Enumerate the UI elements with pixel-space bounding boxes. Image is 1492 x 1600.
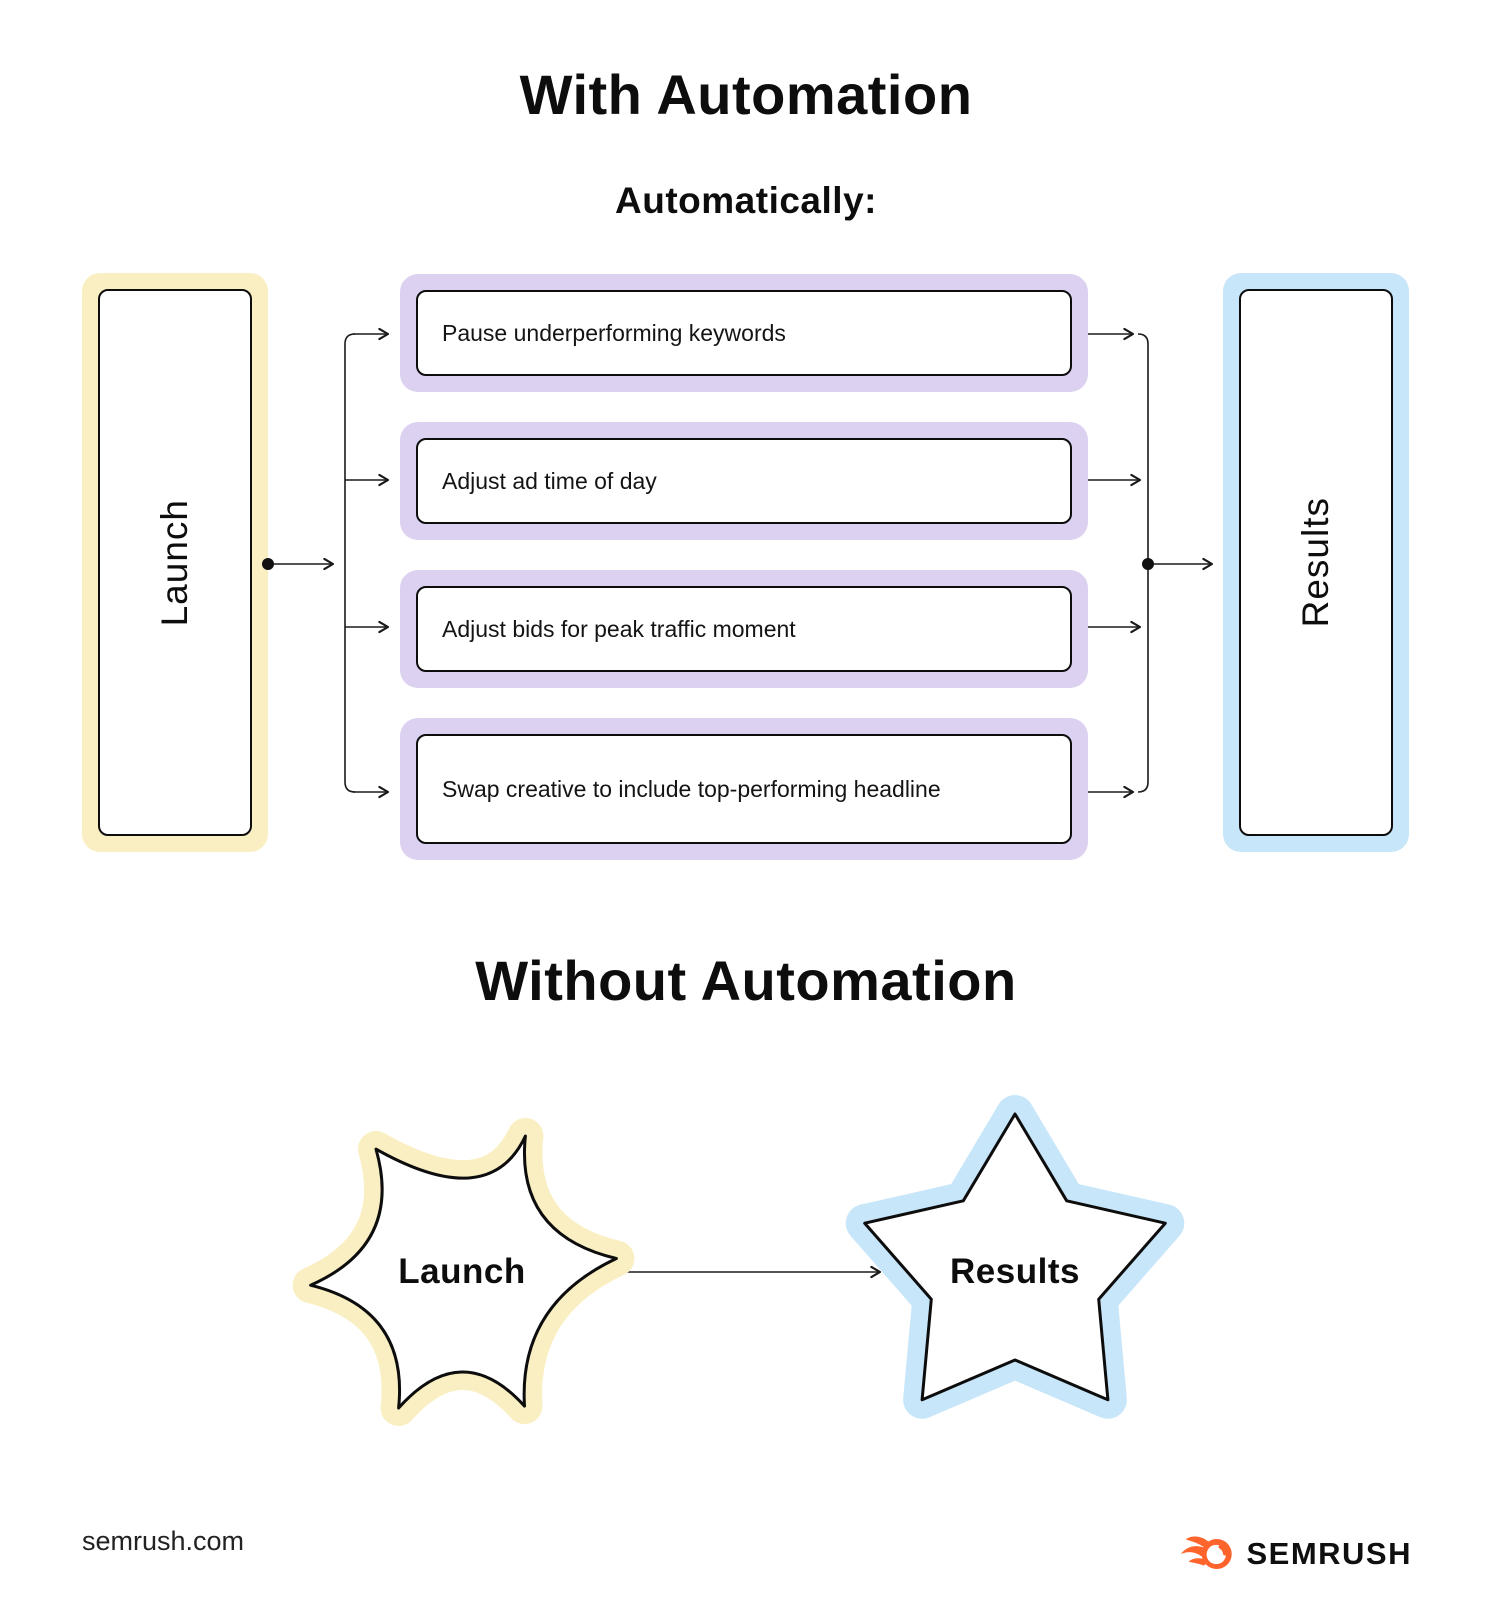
launch-node: Launch (82, 273, 268, 852)
launch-burst-shape (292, 1118, 635, 1426)
results-node-box: Results (1239, 289, 1393, 836)
burst-body (309, 1134, 618, 1410)
results-junction-dot (1142, 558, 1154, 570)
step-box-inner: Pause underperforming keywords (416, 290, 1072, 376)
automatically-subtitle: Automatically: (615, 180, 877, 221)
results-star-shape (845, 1095, 1185, 1419)
without-automation-title: Without Automation (475, 949, 1017, 1012)
step-box-inner: Adjust bids for peak traffic moment (416, 586, 1072, 672)
launch-shape-label: Launch (398, 1252, 526, 1291)
results-shape-label: Results (950, 1252, 1080, 1291)
website-url: semrush.com (82, 1526, 245, 1556)
step-label: Adjust ad time of day (442, 467, 657, 494)
step-box-adjust-time: Adjust ad time of day (400, 422, 1088, 540)
step-label: Adjust bids for peak traffic moment (442, 615, 796, 642)
results-node-label: Results (1295, 497, 1336, 628)
launch-node-label: Launch (154, 498, 195, 627)
step-box-adjust-bids: Adjust bids for peak traffic moment (400, 570, 1088, 688)
step-box-swap-creative: Swap creative to include top-performing … (400, 718, 1088, 860)
semrush-logo-icon (1181, 1536, 1233, 1569)
step-box-pause-keywords: Pause underperforming keywords (400, 274, 1088, 392)
results-node: Results (1223, 273, 1409, 852)
step-box-inner: Swap creative to include top-performing … (416, 734, 1072, 844)
launch-node-box: Launch (98, 289, 252, 836)
step-label: Pause underperforming keywords (442, 319, 786, 346)
semrush-logo: SEMRUSH (1180, 1534, 1412, 1574)
step-box-inner: Adjust ad time of day (416, 438, 1072, 524)
with-automation-title: With Automation (519, 63, 973, 126)
step-label: Swap creative to include top-performing … (442, 775, 941, 802)
semrush-logo-text: SEMRUSH (1246, 1536, 1412, 1571)
flame-top (1186, 1536, 1211, 1548)
star-body (863, 1112, 1167, 1402)
right-trunk-line (1137, 333, 1149, 793)
comet-highlight (1219, 1544, 1228, 1556)
left-trunk-line (344, 333, 356, 793)
